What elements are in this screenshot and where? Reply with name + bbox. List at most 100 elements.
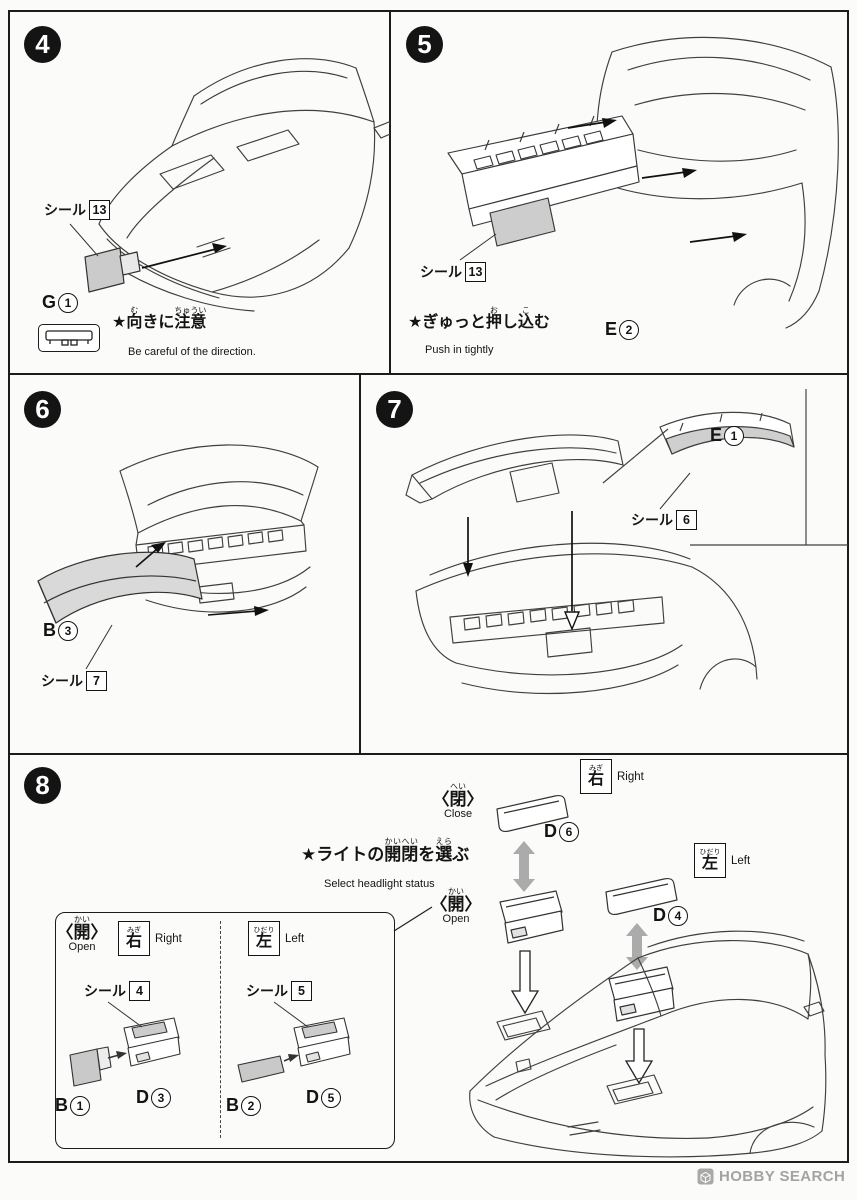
right-side-tag: みぎ 右 Right xyxy=(580,759,644,794)
step5-panel: 5 シール 13 ★ぎゅっと押おし込こむ Push in tightly E 2 xyxy=(390,10,849,373)
headlight-open-part-right xyxy=(608,966,675,1022)
sheet-frame xyxy=(8,10,849,1163)
part-number-circle: 2 xyxy=(619,319,640,340)
step4-note-jp: ★向むきに注意ちゅうい xyxy=(112,306,207,331)
inset-divider xyxy=(220,921,221,1138)
car-front-illustration xyxy=(469,930,827,1158)
part-number-circle: 6 xyxy=(559,821,579,842)
step4-panel: 4 シール 13 G 1 ★向むきに注意ちゅうい Be careful of t… xyxy=(8,10,390,373)
left-kanji-box: ひだり 左 xyxy=(694,843,726,878)
wing-part xyxy=(405,434,624,504)
seal-text: シール xyxy=(41,673,83,689)
step6-panel: 6 B 3 シール 7 xyxy=(8,375,360,753)
inset-seal4-label: シール 4 xyxy=(84,981,150,1001)
rear-bumper-part xyxy=(447,115,640,247)
right-kanji-box: みぎ 右 xyxy=(118,921,150,956)
double-arrow-icon xyxy=(626,923,648,970)
seal-number-box: 13 xyxy=(89,200,110,220)
down-arrow-icon xyxy=(624,1028,654,1085)
step8-number: 8 xyxy=(24,767,61,804)
hobby-search-logo-icon xyxy=(697,1168,714,1185)
seal4-leader-line xyxy=(107,1001,143,1028)
open-status-label: かい 〈開〉 Open xyxy=(430,887,482,926)
inset-d5-label: D 5 xyxy=(306,1087,341,1108)
part-number-circle: 5 xyxy=(321,1087,341,1108)
part-b1-plate xyxy=(69,1048,102,1087)
seal-text: シール xyxy=(246,983,288,999)
seal-text: シール xyxy=(84,983,126,999)
part-letter: B xyxy=(226,1095,239,1115)
headlight-closed-part-d4 xyxy=(605,877,678,916)
step4-number: 4 xyxy=(24,26,61,63)
step5-note-jp: ★ぎゅっと押おし込こむ xyxy=(408,306,550,331)
part-number-circle: 4 xyxy=(668,905,688,926)
part-number-circle: 3 xyxy=(151,1087,171,1108)
step4-seal-label: シール 13 xyxy=(44,200,110,220)
inset-b1-label: B 1 xyxy=(55,1095,90,1116)
part-letter: E xyxy=(605,319,618,339)
seal6-leader-line xyxy=(659,472,691,510)
part-letter: B xyxy=(55,1095,68,1115)
seal5-sticker xyxy=(301,1021,338,1039)
step4-part-label: G 1 xyxy=(42,292,79,313)
part-letter: D xyxy=(653,905,666,925)
watermark-hobby-search: HOBBY SEARCH xyxy=(697,1168,845,1185)
panel-divider xyxy=(359,375,361,755)
part-b2-plate xyxy=(237,1055,285,1083)
seal-number-box: 4 xyxy=(129,981,150,1001)
right-kanji-box: みぎ 右 xyxy=(580,759,612,794)
close-status-label: へい 〈閉〉 Close xyxy=(432,782,484,821)
inset-b2-label: B 2 xyxy=(226,1095,261,1116)
seal-number-box: 6 xyxy=(676,510,697,530)
seal13-leader-line xyxy=(459,233,497,261)
part-number-circle: 3 xyxy=(58,620,78,641)
part-letter: B xyxy=(43,620,56,640)
panel-divider xyxy=(8,373,849,375)
step5-number: 5 xyxy=(406,26,443,63)
down-arrow-icon xyxy=(510,950,540,1015)
part-number-circle: 2 xyxy=(241,1095,261,1116)
step5-illustration xyxy=(447,36,839,329)
assembly-arrows xyxy=(567,118,747,243)
step5-note-en: Push in tightly xyxy=(425,344,494,356)
seal7-leader-line xyxy=(85,624,113,670)
step6-part-label: B 3 xyxy=(43,620,78,641)
assembly-arrows xyxy=(463,511,581,631)
step7-part-label: E 1 xyxy=(710,425,745,446)
step8-note-jp: ★ライトの開閉かいへいを選えらぶ xyxy=(301,837,470,864)
inset-seal5-label: シール 5 xyxy=(246,981,312,1001)
seal-number-box: 13 xyxy=(465,262,486,282)
part-number-circle: 1 xyxy=(70,1095,90,1116)
seal5-leader-line xyxy=(273,1001,309,1028)
seal-number-box: 5 xyxy=(291,981,312,1001)
seal13-leader-line xyxy=(69,223,99,257)
headlight-options-box xyxy=(55,912,395,1149)
part-number-circle: 1 xyxy=(724,425,745,446)
spoiler-part xyxy=(37,551,203,624)
headlight-open-part-left xyxy=(499,890,564,944)
step5-seal-label: シール 13 xyxy=(420,262,486,282)
inset-right-tag: みぎ 右 Right xyxy=(118,921,182,956)
step8-note-en: Select headlight status xyxy=(324,878,435,890)
panel-divider xyxy=(389,10,391,375)
seal-text: シール xyxy=(631,512,673,528)
car-rear-illustration xyxy=(596,36,839,329)
seal-text: シール xyxy=(44,202,86,218)
inset-open-label: かい 〈開〉 Open xyxy=(56,915,108,954)
part-letter: D xyxy=(544,821,557,841)
inset-d3-label: D 3 xyxy=(136,1087,171,1108)
step7-seal-label: シール 6 xyxy=(631,510,697,530)
part-letter: D xyxy=(306,1087,319,1107)
part-letter: E xyxy=(710,425,723,445)
step7-number: 7 xyxy=(376,391,413,428)
inset-part-drawings xyxy=(69,1001,351,1087)
headlight-closed-part-d6 xyxy=(496,794,569,833)
step8-illustration xyxy=(69,794,827,1158)
inset-left-tag: ひだり 左 Left xyxy=(248,921,304,956)
watermark-text: HOBBY SEARCH xyxy=(719,1168,846,1185)
part-g1-sticker-plate xyxy=(84,247,141,293)
double-arrow-icon xyxy=(513,841,535,892)
step6-number: 6 xyxy=(24,391,61,428)
callout-bracket-lines xyxy=(602,389,848,546)
